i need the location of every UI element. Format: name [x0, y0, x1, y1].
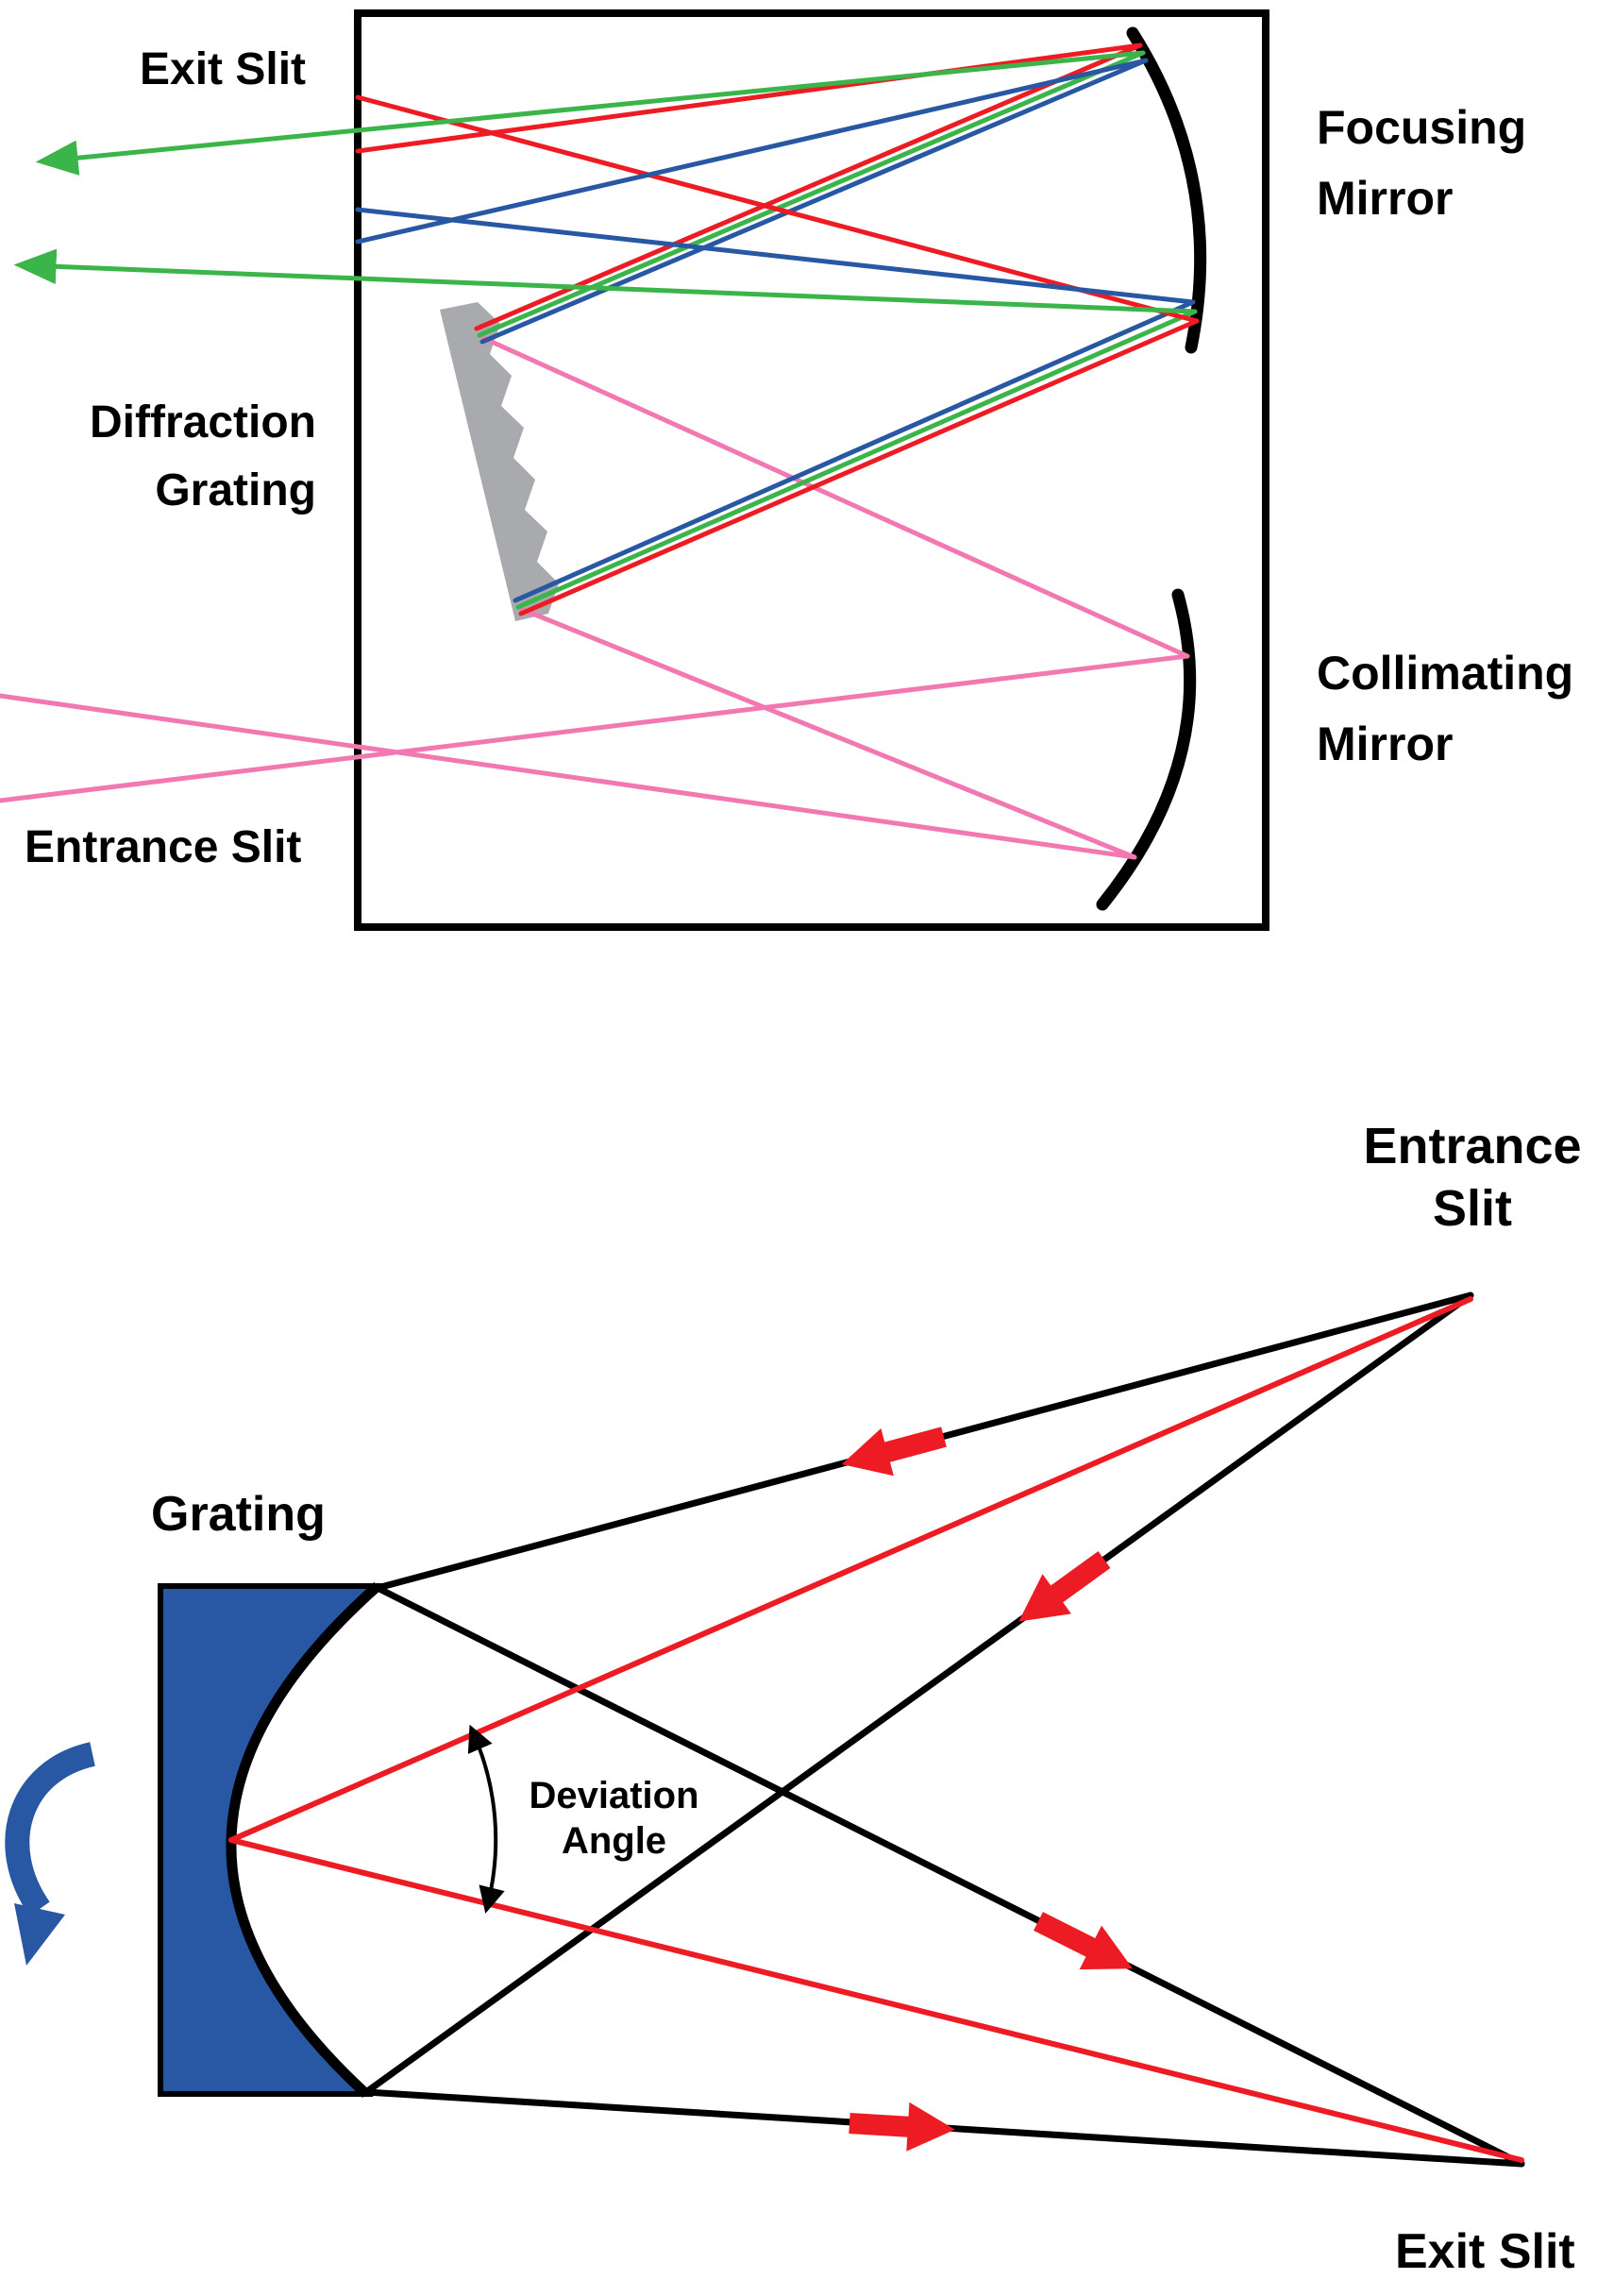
monochromator-diagram	[0, 9, 1269, 931]
focusing-mirror-curve	[1126, 26, 1207, 354]
light-direction-arrows	[835, 1412, 1144, 2154]
focusing-mirror-label: Focusing Mirror	[1317, 101, 1527, 225]
diffraction-grating-shape	[440, 302, 559, 621]
exit-slit-text: Exit Slit	[140, 44, 307, 94]
direction-arrow-in-upper	[835, 1412, 950, 1489]
diffraction-grating-label: Diffraction Grating	[90, 397, 316, 515]
grating-rotation-arrow	[5, 1742, 96, 1966]
exit-ray-green-upper	[35, 50, 1146, 176]
collimating-mirror-label: Collimating Mirror	[1317, 647, 1574, 770]
direction-arrow-out-upper	[1027, 1899, 1144, 1991]
central-rays-red	[228, 1296, 1524, 2163]
entrance-slit-label-bottom: Entrance Slit	[1363, 1118, 1582, 1237]
deviation-angle-label: Deviation Angle	[529, 1775, 699, 1862]
beam-envelope-lines	[362, 1292, 1525, 2168]
exit-slit-label-bottom: Exit Slit	[1395, 2224, 1575, 2279]
focused-rays-to-exit-slit	[13, 42, 1200, 324]
exit-slit-label-top: Exit Slit	[140, 36, 306, 104]
grating-label: Grating	[151, 1487, 326, 1542]
deviation-angle-arc	[467, 1724, 505, 1914]
deviation-angle-diagram	[5, 1292, 1525, 2168]
entrance-rays-pink	[0, 335, 1190, 860]
direction-arrow-in-lower	[1004, 1539, 1119, 1642]
exit-ray-green-lower	[13, 248, 1198, 314]
collimating-mirror-curve	[1096, 588, 1197, 911]
entrance-slit-label-top: Entrance Slit	[25, 822, 302, 872]
direction-arrow-out-lower	[848, 2099, 957, 2154]
grating-body	[158, 1583, 385, 2097]
